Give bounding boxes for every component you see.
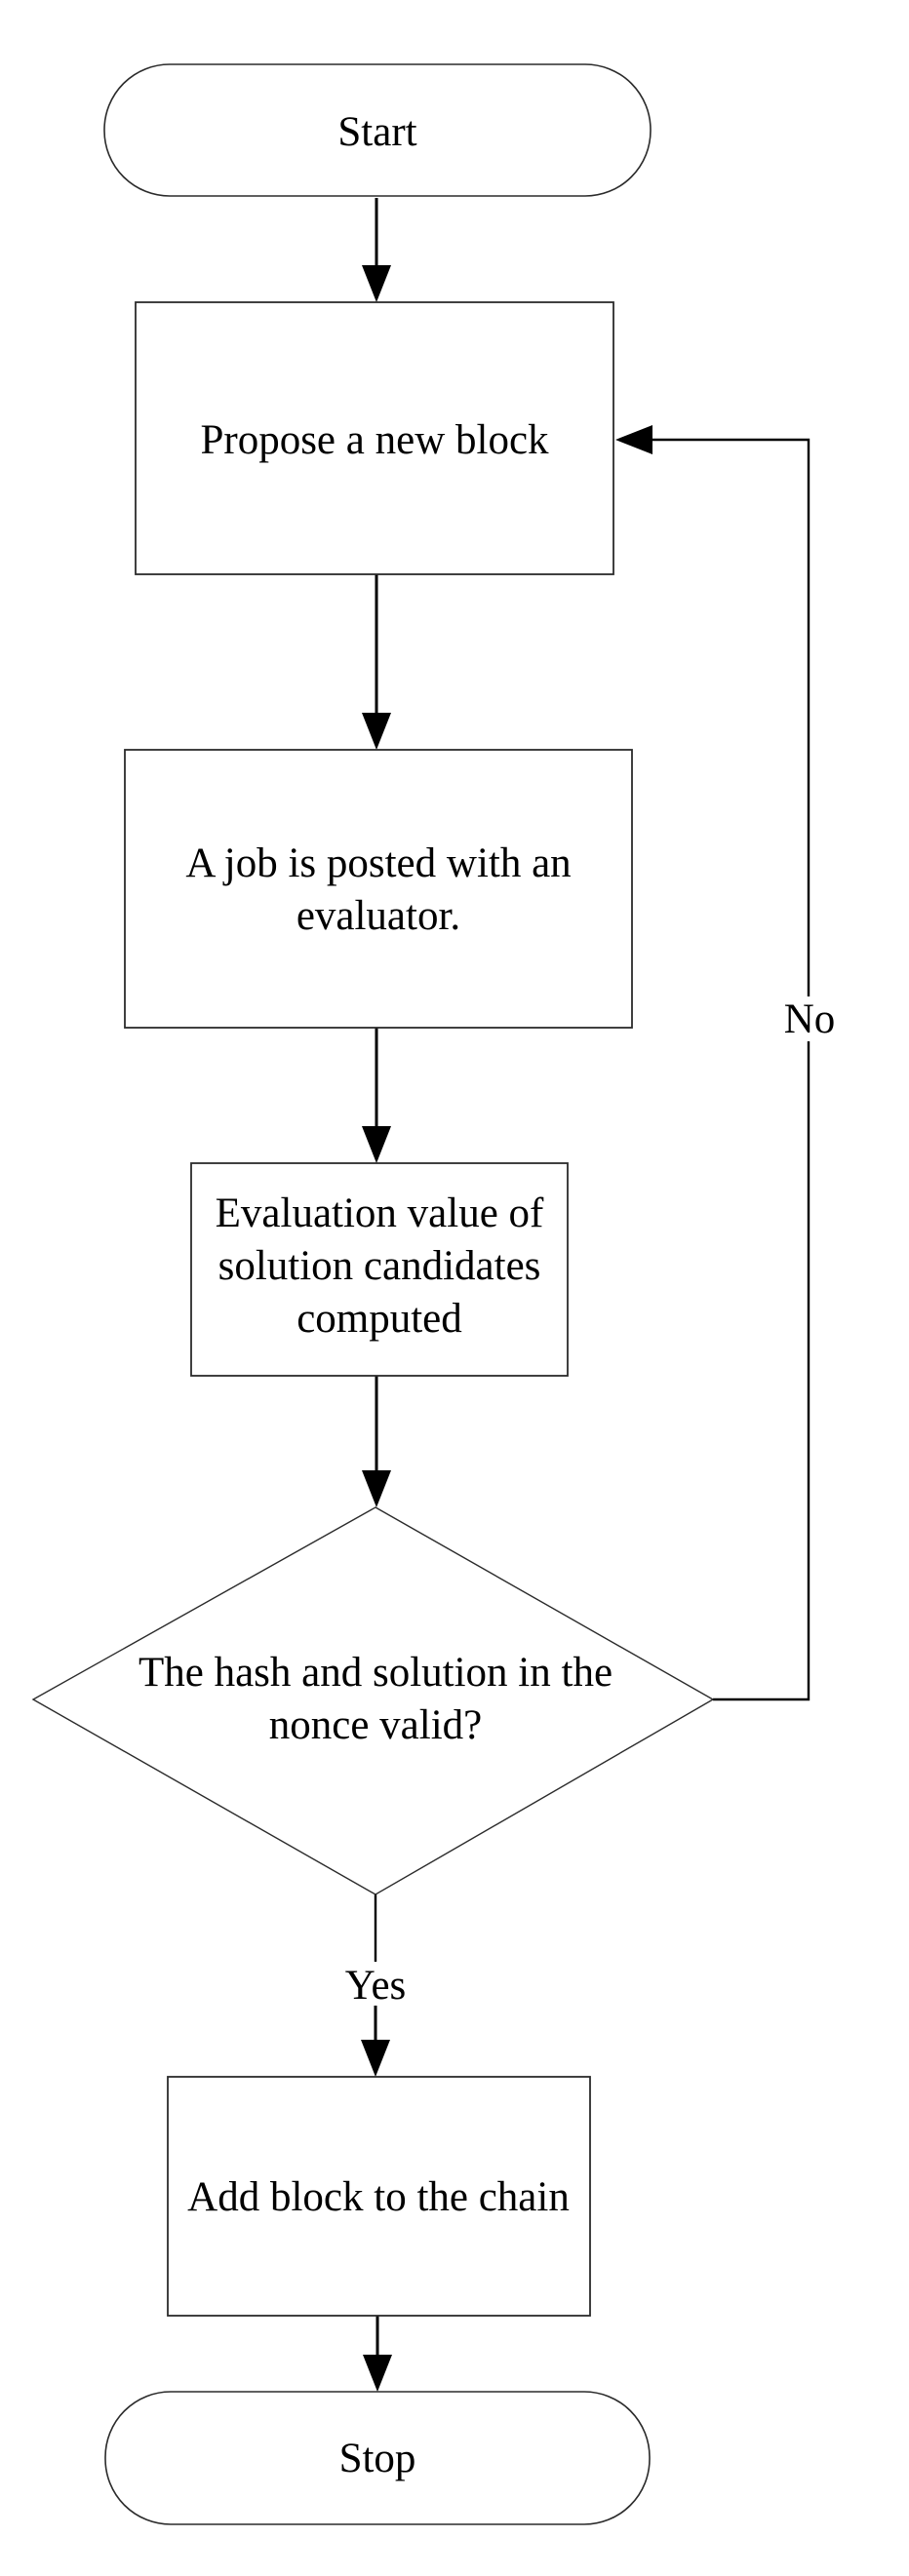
edge-decision-no-to-propose [615,425,810,1701]
process-shape-add-block [167,2076,591,2317]
node-label-job-posted-line2: evaluator. [296,893,460,939]
node-label-job-posted-line1: A job is posted with an [185,840,571,886]
arrowhead-down-icon [361,2040,390,2077]
decision-shape-nonce [31,1506,715,1895]
arrowhead-down-icon [363,2355,392,2392]
process-shape-job-posted [124,749,633,1029]
edge-propose-to-job [362,574,391,750]
arrowhead-left-icon [615,425,652,454]
arrowhead-down-icon [362,713,391,750]
node-label-nonce-line1: The hash and solution in the [138,1650,613,1696]
edge-add-block-to-stop [363,2316,392,2392]
process-shape-propose [135,301,614,575]
node-label-start: Start [337,109,416,155]
arrowhead-down-icon [362,1126,391,1163]
node-label-evaluation-line1: Evaluation value of [216,1190,544,1236]
edge-line [713,1041,810,1701]
edge-evaluation-to-decision [362,1376,391,1507]
node-label-nonce-line2: nonce valid? [269,1702,483,1748]
terminator-shape-stop [104,2391,651,2525]
node-stop: Stop [104,2391,651,2525]
node-label-evaluation-line2: solution candidates [218,1243,541,1289]
edge-line [652,438,810,996]
edge-decision-yes-to-add-block [361,1894,390,2077]
process-shape-evaluation [190,1162,569,1377]
node-label-add-block: Add block to the chain [187,2174,570,2220]
node-add-block: Add block to the chain [167,2076,591,2317]
node-label-stop: Stop [339,2436,416,2481]
arrowhead-down-icon [362,265,391,302]
node-nonce-decision: The hash and solution in the nonce valid… [31,1506,715,1895]
node-propose: Propose a new block [135,301,614,575]
edge-job-to-evaluation [362,1028,391,1163]
edge-label-yes: Yes [345,1963,407,2009]
edge-start-to-propose [362,198,391,302]
node-start: Start [103,63,652,197]
node-evaluation: Evaluation value of solution candidates … [190,1162,569,1377]
node-label-propose: Propose a new block [200,417,549,463]
node-job-posted: A job is posted with an evaluator. [124,749,633,1029]
arrowhead-down-icon [362,1470,391,1507]
terminator-shape-start [103,63,652,197]
edge-label-no: No [784,996,836,1042]
node-label-evaluation-line3: computed [296,1296,462,1342]
